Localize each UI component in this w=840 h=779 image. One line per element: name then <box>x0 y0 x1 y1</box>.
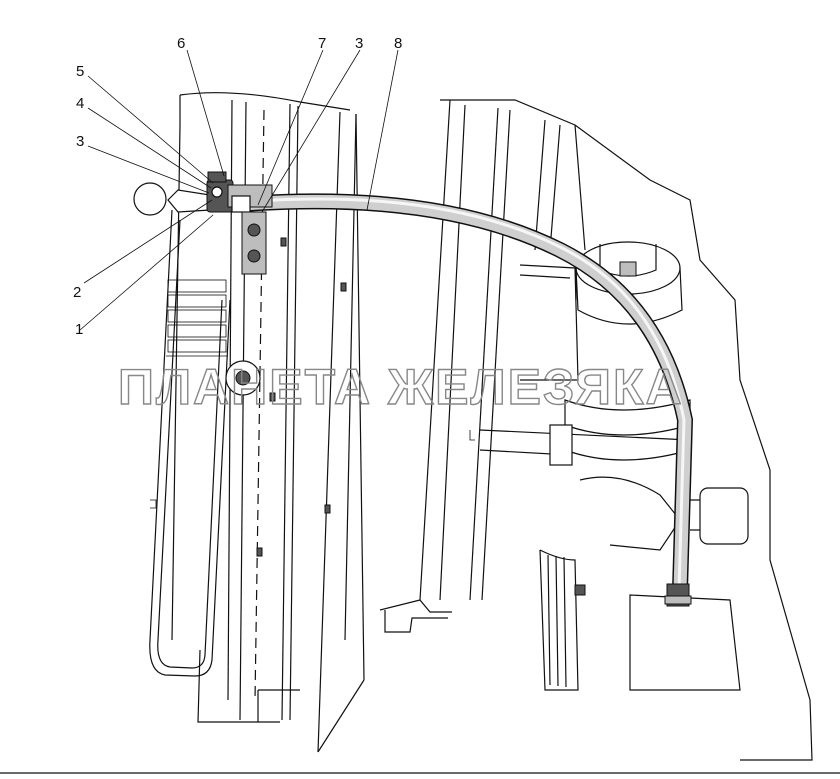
callout-3-right: 3 <box>355 35 363 52</box>
callout-labels: 1 2 3 3 4 5 6 7 8 <box>73 35 402 338</box>
leader-lines <box>79 49 399 331</box>
rivets <box>256 237 347 557</box>
callout-4: 4 <box>76 95 84 112</box>
watermark-text: ПЛАНЕТА ЖЕЛЕЗЯКА <box>118 359 684 415</box>
valve-assembly <box>133 171 273 275</box>
callout-8: 8 <box>394 35 402 52</box>
rail-hole <box>225 360 261 396</box>
side-bracket <box>149 209 231 677</box>
spring-assembly <box>479 241 749 691</box>
callout-1: 1 <box>75 321 83 338</box>
callout-3-left: 3 <box>76 133 84 150</box>
pipe-hose <box>242 193 694 591</box>
callout-5: 5 <box>76 63 84 80</box>
right-frame <box>379 99 813 761</box>
bottom-fitting <box>664 583 692 607</box>
callout-6: 6 <box>177 35 185 52</box>
callout-2: 2 <box>73 284 81 301</box>
callout-7: 7 <box>318 35 326 52</box>
